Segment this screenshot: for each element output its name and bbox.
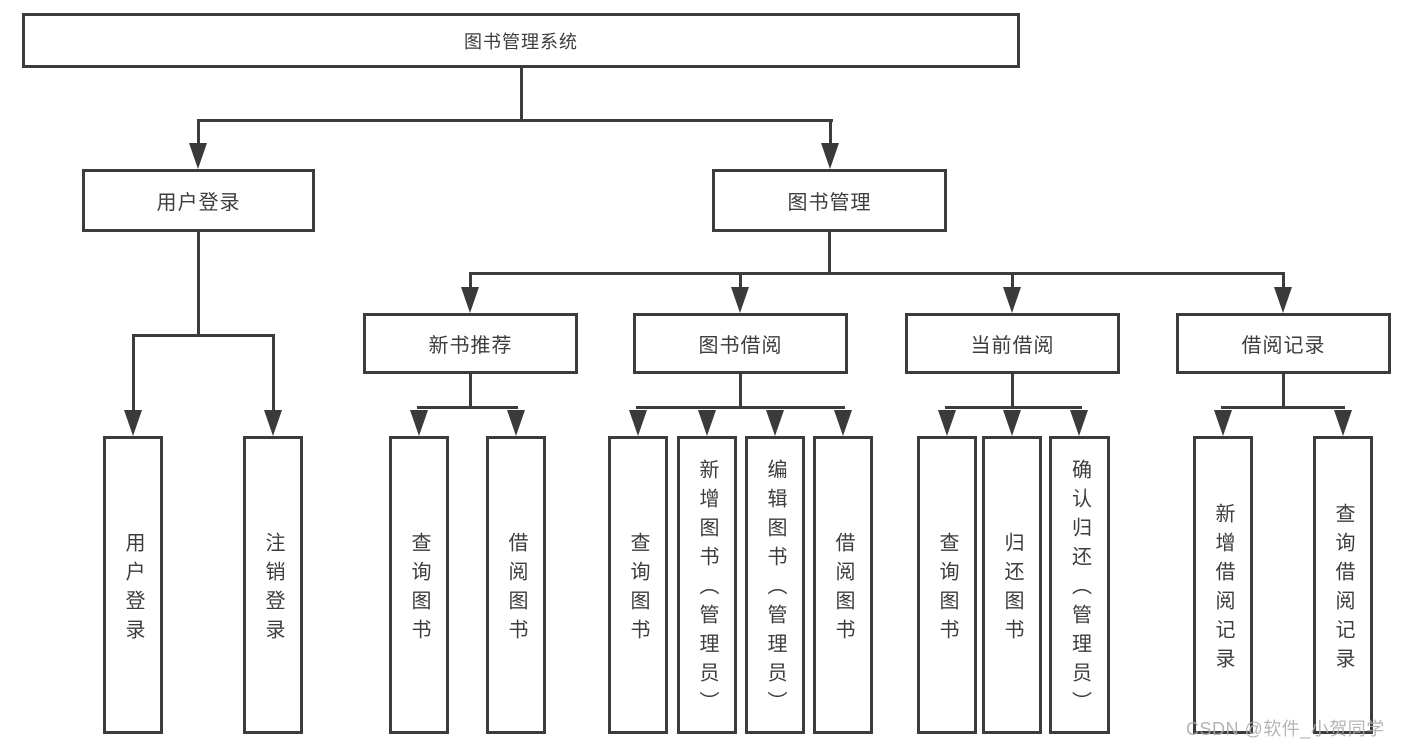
leaf-user-login: 用户登录 [103,436,163,734]
leaf-query-books-recommend: 查询图书 [389,436,449,734]
leaf-borrow-books-recommend: 借阅图书 [486,436,546,734]
node-book-management: 图书管理 [712,169,947,232]
leaf-confirm-return-admin: 确认归还（管理员） [1049,436,1110,734]
leaf-query-books-current: 查询图书 [917,436,977,734]
arrowhead [410,410,428,436]
node-label: 借阅图书 [832,531,854,648]
connector-current-borrow-stem [1011,374,1014,409]
node-label: 查询图书 [936,531,958,648]
node-label: 查询图书 [408,531,430,648]
node-label: 新增借阅记录 [1212,502,1234,677]
leaf-query-borrow-record: 查询借阅记录 [1313,436,1373,734]
node-label: 当前借阅 [970,335,1055,357]
arrowhead [629,410,647,436]
arrowhead [731,287,749,313]
node-label: 图书管理 [787,192,872,214]
connector-group-d-branch [945,406,1082,409]
node-current-borrow: 当前借阅 [905,313,1120,374]
node-borrow-records: 借阅记录 [1176,313,1391,374]
node-label: 图书借阅 [698,335,783,357]
watermark: CSDN @软件_小贺同学 [1186,719,1385,739]
leaf-add-borrow-record: 新增借阅记录 [1193,436,1253,734]
node-label: 查询借阅记录 [1332,502,1354,677]
leaf-borrow-books: 借阅图书 [813,436,873,734]
arrowhead [1003,410,1021,436]
connector-root-stem [520,68,523,122]
connector-group-b-branch [417,406,518,409]
connector-drop-book-borrow [739,272,742,289]
arrowhead [766,410,784,436]
leaf-return-books: 归还图书 [982,436,1042,734]
node-label: 新书推荐 [428,335,513,357]
arrowhead [938,410,956,436]
node-label: 归还图书 [1001,531,1023,648]
connector-group-e-branch [1221,406,1345,409]
connector-level3-branch [469,272,1285,275]
node-label: 图书管理系统 [464,31,578,52]
node-label: 用户登录 [122,531,144,648]
connector-root-branch [197,119,833,122]
connector-drop-new-book [469,272,472,289]
leaf-edit-book-admin: 编辑图书（管理员） [745,436,805,734]
arrowhead [507,410,525,436]
connector-drop-leaf-logout [272,334,275,412]
connector-book-borrow-stem [739,374,742,409]
node-label: 新增图书（管理员） [696,459,718,720]
arrowhead [698,410,716,436]
arrowhead [1274,287,1292,313]
arrowhead [834,410,852,436]
node-user-login: 用户登录 [82,169,315,232]
connector-drop-book-management [829,119,832,145]
connector-drop-leaf-user-login [132,334,135,412]
connector-drop-borrow-records [1282,272,1285,289]
arrowhead [461,287,479,313]
node-label: 借阅记录 [1241,335,1326,357]
connector-borrow-records-stem [1282,374,1285,409]
arrowhead [1070,410,1088,436]
leaf-add-book-admin: 新增图书（管理员） [677,436,737,734]
leaf-query-books-borrow: 查询图书 [608,436,668,734]
node-label: 借阅图书 [505,531,527,648]
node-library-management-system: 图书管理系统 [22,13,1020,68]
connector-drop-user-login [197,119,200,145]
node-label: 编辑图书（管理员） [764,459,786,720]
connector-user-login-branch [132,334,275,337]
leaf-logout: 注销登录 [243,436,303,734]
arrowhead [264,410,282,436]
arrowhead [124,410,142,436]
node-book-borrow: 图书借阅 [633,313,848,374]
connector-drop-current-borrow [1011,272,1014,289]
arrowhead [1334,410,1352,436]
node-label: 用户登录 [156,192,241,214]
connector-new-book-stem [469,374,472,409]
arrowhead [1214,410,1232,436]
node-label: 确认归还（管理员） [1068,459,1091,720]
connector-group-c-branch [636,406,845,409]
arrowhead [821,143,839,169]
connector-book-management-stem [828,232,831,274]
arrowhead [189,143,207,169]
node-label: 查询图书 [627,531,649,648]
node-label: 注销登录 [262,531,284,648]
arrowhead [1003,287,1021,313]
connector-user-login-stem [197,232,200,337]
node-new-book-recommend: 新书推荐 [363,313,578,374]
